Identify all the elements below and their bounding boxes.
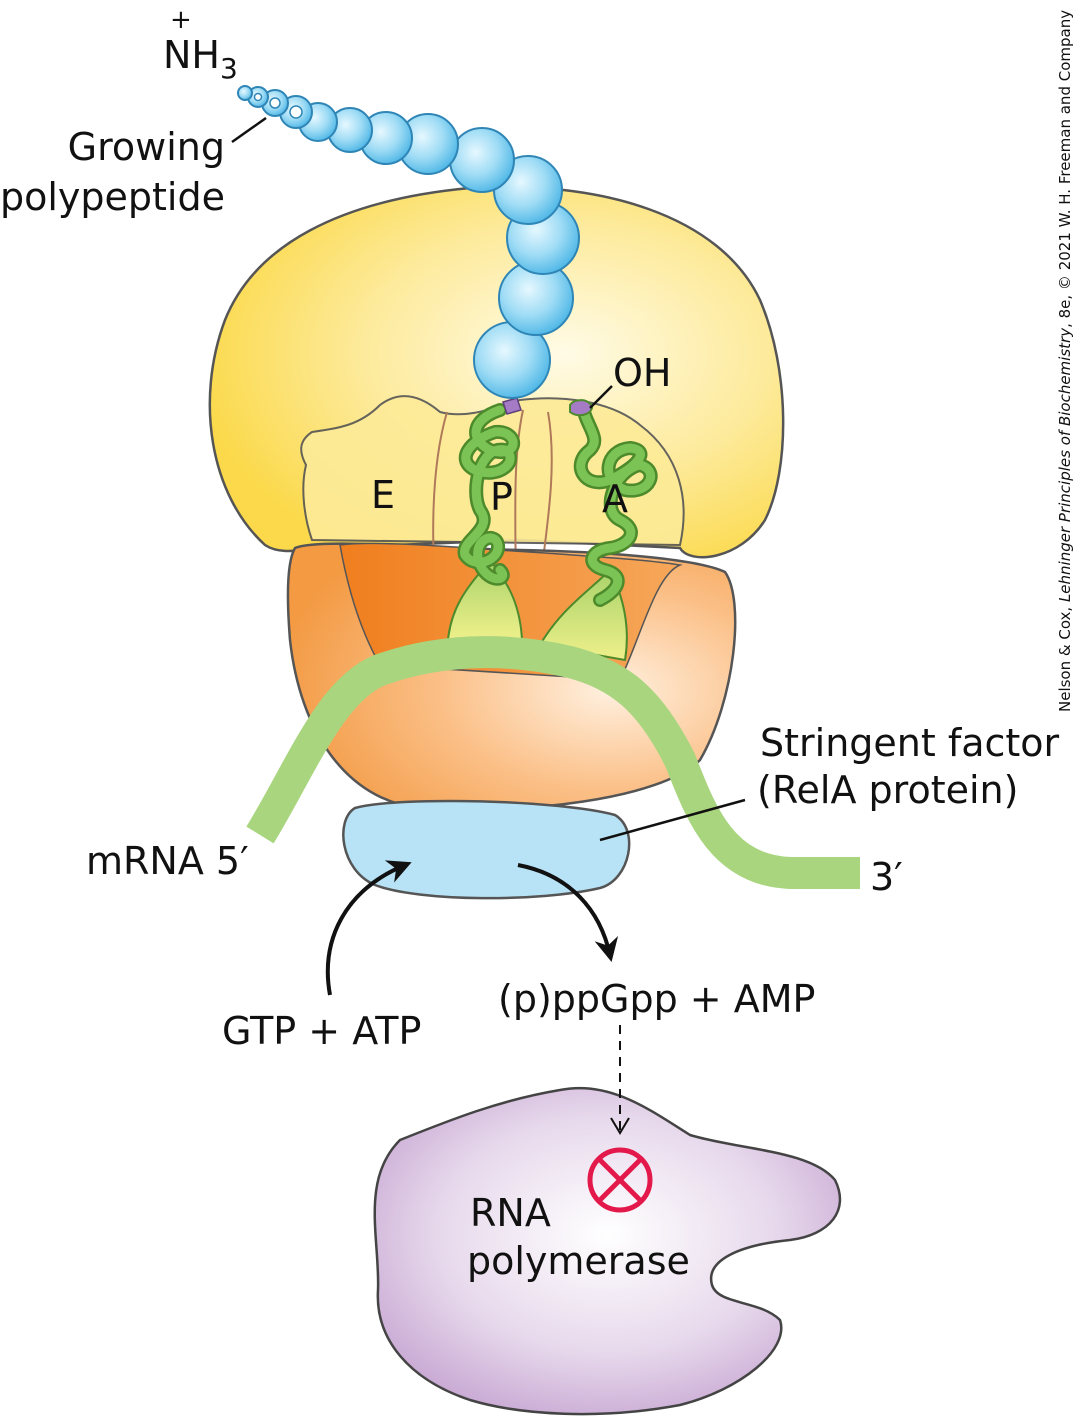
copyright-credit: Nelson & Cox, Lehninger Principles of Bi… [1056, 10, 1074, 712]
p-site-trna [457, 403, 521, 586]
e-site-label: E [371, 473, 395, 517]
a-site-amino-acid [569, 399, 594, 417]
dashed-arrowhead [610, 1117, 630, 1135]
oh-label: OH [613, 351, 671, 395]
stringent-factor-label-line2: (RelA protein) [757, 768, 1018, 812]
mrna-5-label: mRNA 5′ [86, 839, 249, 883]
rela-protein [342, 799, 631, 900]
polypeptide-leader [231, 116, 267, 144]
oh-leader [589, 385, 613, 409]
polypeptide-coil-holes [253, 92, 303, 119]
product-arrow [517, 863, 619, 963]
nh3-label: NH3 [163, 33, 238, 85]
rna-polymerase-label-line2: polymerase [467, 1239, 690, 1283]
p-site-label: P [490, 475, 513, 519]
inhibition-icon [587, 1147, 653, 1213]
growing-polypeptide [237, 85, 580, 399]
p-site-amino-acid [502, 397, 522, 415]
polypeptide-label-line1: Growing [68, 125, 225, 169]
substrates-label: GTP + ATP [222, 1009, 421, 1053]
a-site-trna [573, 408, 658, 607]
substrate-arrow [325, 860, 412, 996]
polypeptide-label-line2: polypeptide [0, 175, 225, 219]
mrna-3-label: 3′ [870, 855, 903, 899]
nh3-charge: + [170, 5, 192, 35]
stringent-factor-label-line1: Stringent factor [760, 721, 1060, 765]
products-label: (p)ppGpp + AMP [498, 977, 815, 1021]
mrna-strand [246, 636, 860, 889]
a-site-label: A [602, 477, 628, 521]
rna-polymerase-label-line1: RNA [470, 1191, 551, 1235]
rna-polymerase [373, 1086, 842, 1416]
stringent-leader [599, 798, 746, 842]
